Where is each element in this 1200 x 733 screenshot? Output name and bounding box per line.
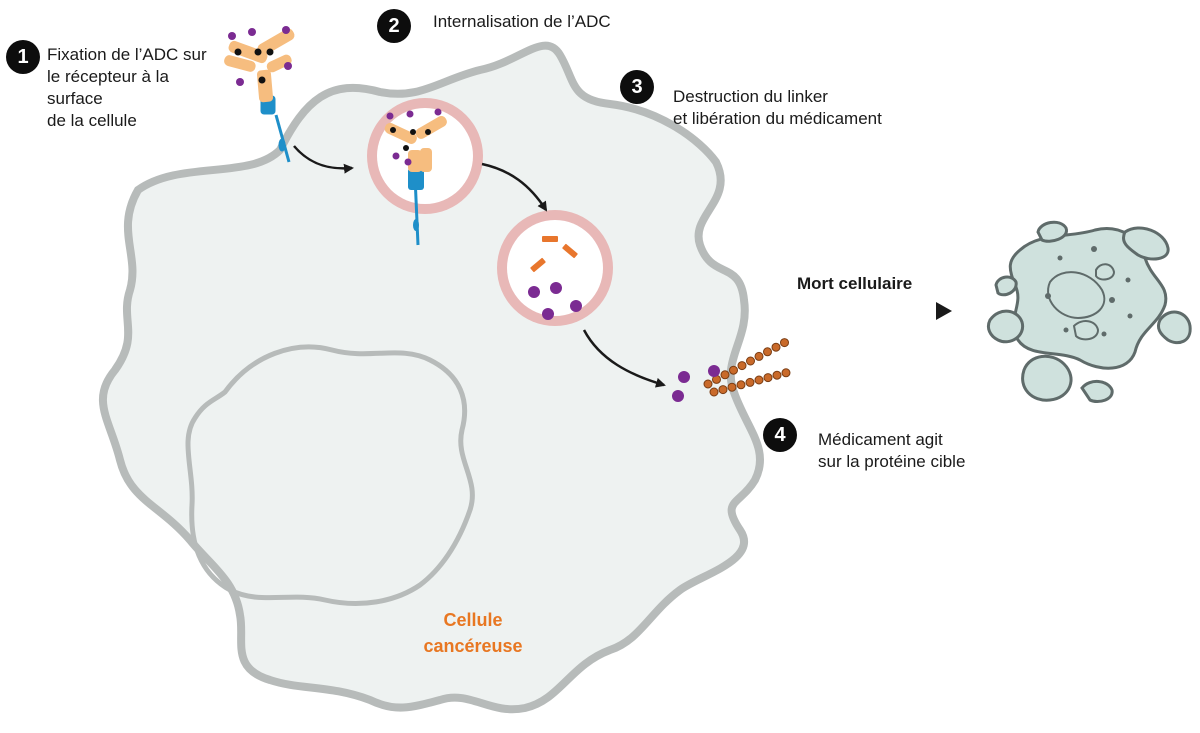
protein-bead xyxy=(727,382,737,392)
lysosome-drug-release xyxy=(497,210,613,326)
protein-bead xyxy=(781,368,791,378)
protein-bead xyxy=(709,387,719,397)
protein-bead xyxy=(754,351,764,361)
protein-bead xyxy=(763,347,772,357)
step-3-line: Destruction du linker xyxy=(673,87,828,106)
protein-bead xyxy=(754,375,764,385)
protein-bead xyxy=(736,380,746,390)
endosome-with-adc xyxy=(367,98,483,246)
step-1-line: surface xyxy=(47,89,103,108)
cancer-cell-membrane xyxy=(98,41,764,714)
arrow-2-to-3 xyxy=(481,162,548,212)
cancer-cell-label-line1: Cellule xyxy=(443,610,503,630)
step-2-line: Internalisation de l’ADC xyxy=(433,12,611,31)
step-3-label: Destruction du linker et libération du m… xyxy=(673,86,882,130)
step-2-badge: 2 xyxy=(377,9,411,43)
protein-bead xyxy=(772,370,782,380)
cancer-cell-label-line2: cancéreuse xyxy=(423,636,523,656)
step-2-label: Internalisation de l’ADC xyxy=(433,11,611,33)
step-4-line: sur la protéine cible xyxy=(818,452,966,471)
protein-bead xyxy=(771,342,781,352)
step-1-line: de la cellule xyxy=(47,111,137,130)
dead-cell-fragments xyxy=(986,220,1192,404)
step-3-badge: 3 xyxy=(620,70,654,104)
protein-bead xyxy=(718,385,728,395)
step-1-label: Fixation de l’ADC sur le récepteur à la … xyxy=(47,44,207,132)
cell-death-label: Mort cellulaire xyxy=(797,274,913,293)
cancer-cell-label: Cellule cancéreuse xyxy=(418,607,528,659)
step-1-line: Fixation de l’ADC sur xyxy=(47,45,207,64)
protein-bead xyxy=(745,377,755,387)
protein-bead xyxy=(780,338,789,348)
arrow-3-to-4 xyxy=(582,329,666,388)
protein-bead xyxy=(720,370,730,380)
protein-bead xyxy=(729,365,738,375)
step-4-badge: 4 xyxy=(763,418,797,452)
arrow-to-cell-death-head xyxy=(936,302,952,320)
nucleus xyxy=(185,344,475,606)
step-1-badge: 1 xyxy=(6,40,40,74)
arrow-1-to-2 xyxy=(293,145,354,174)
protein-bead xyxy=(737,361,747,371)
protein-bead xyxy=(763,373,773,383)
protein-bead xyxy=(703,379,713,389)
adc-payloads-surface xyxy=(228,26,292,86)
step-4-label: Médicament agit sur la protéine cible xyxy=(818,429,965,473)
step-3-line: et libération du médicament xyxy=(673,109,882,128)
target-protein-chains xyxy=(672,338,791,402)
protein-bead xyxy=(746,356,755,366)
step-4-line: Médicament agit xyxy=(818,430,943,449)
step-1-line: le récepteur à la xyxy=(47,67,169,86)
